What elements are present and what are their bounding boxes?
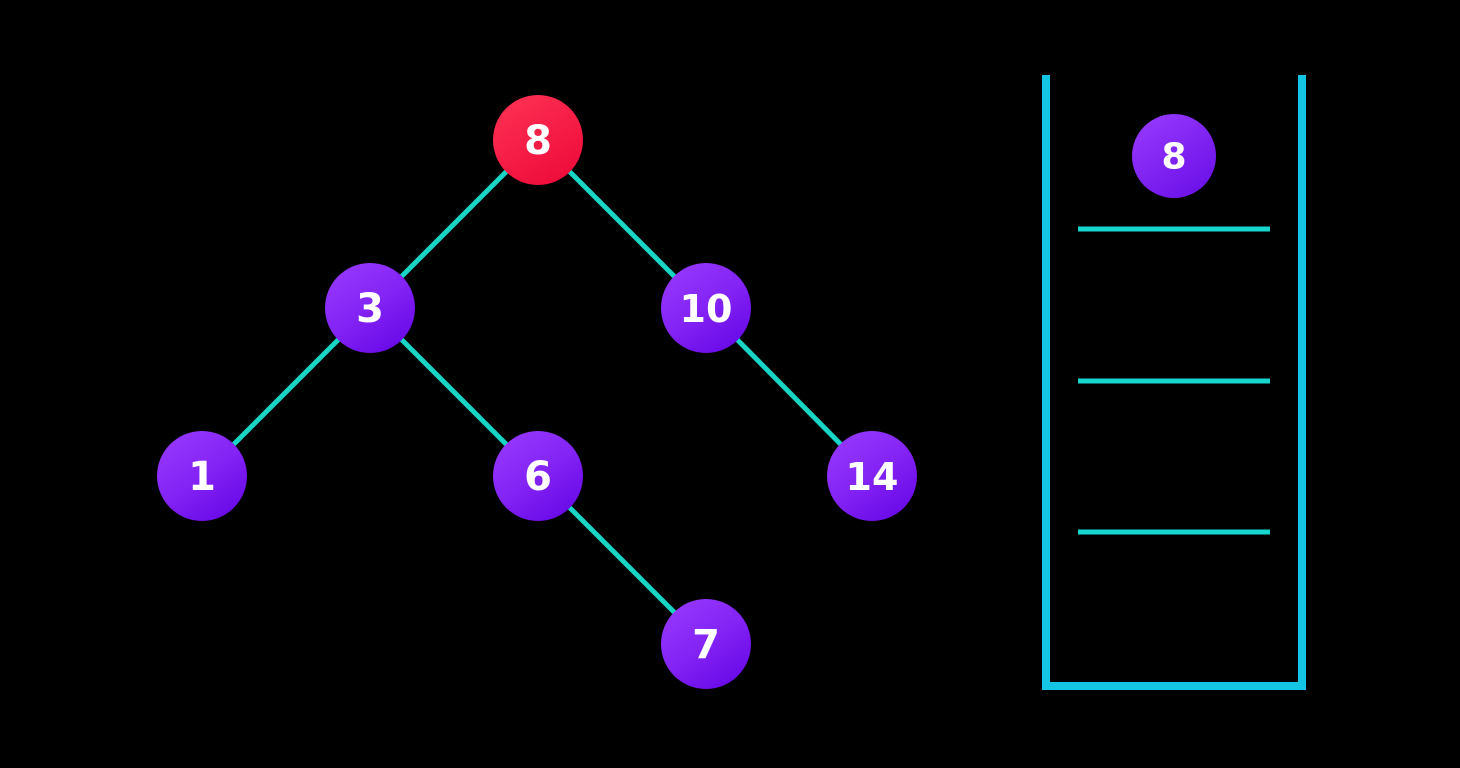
tree-edge	[397, 335, 511, 449]
node-label: 6	[524, 454, 552, 500]
node-label: 10	[680, 287, 733, 331]
stack-item-circle	[1132, 114, 1216, 198]
tree-node-6[interactable]: 6	[493, 431, 583, 521]
tree-edge-layer	[229, 167, 845, 617]
stack-base	[1042, 682, 1306, 690]
stack-frame	[1042, 75, 1306, 690]
tree-edge	[733, 336, 845, 448]
stack-item-layer: 8	[1132, 114, 1216, 198]
node-label: 8	[524, 118, 552, 164]
tree-node-7[interactable]: 7	[661, 599, 751, 689]
node-label: 14	[846, 455, 899, 499]
node-label: 1	[188, 454, 216, 500]
node-circle	[661, 263, 751, 353]
stack-slot-divider	[1078, 529, 1270, 535]
stack-slot-divider	[1078, 378, 1270, 384]
tree-node-1[interactable]: 1	[157, 431, 247, 521]
tree-edge	[397, 167, 511, 281]
stack-item-label: 8	[1161, 137, 1186, 178]
stack-right-rail	[1298, 75, 1306, 690]
tree-node-3[interactable]: 3	[325, 263, 415, 353]
tree-edge	[229, 335, 343, 449]
node-label: 7	[692, 622, 720, 668]
stack-left-rail	[1042, 75, 1050, 690]
node-circle	[827, 431, 917, 521]
node-circle	[325, 263, 415, 353]
node-circle	[493, 431, 583, 521]
tree-edge	[565, 503, 679, 617]
node-circle	[157, 431, 247, 521]
node-label: 3	[356, 286, 384, 332]
tree-node-14[interactable]: 14	[827, 431, 917, 521]
stack-divider-layer	[1078, 226, 1270, 535]
tree-edge	[565, 167, 679, 281]
stack-item-8[interactable]: 8	[1132, 114, 1216, 198]
node-circle	[493, 95, 583, 185]
node-circle	[661, 599, 751, 689]
tree-node-10[interactable]: 10	[661, 263, 751, 353]
tree-node-8[interactable]: 8	[493, 95, 583, 185]
stack-slot-divider	[1078, 226, 1270, 232]
tree-node-layer: 8 3 10 1 6 14 7	[157, 95, 917, 689]
